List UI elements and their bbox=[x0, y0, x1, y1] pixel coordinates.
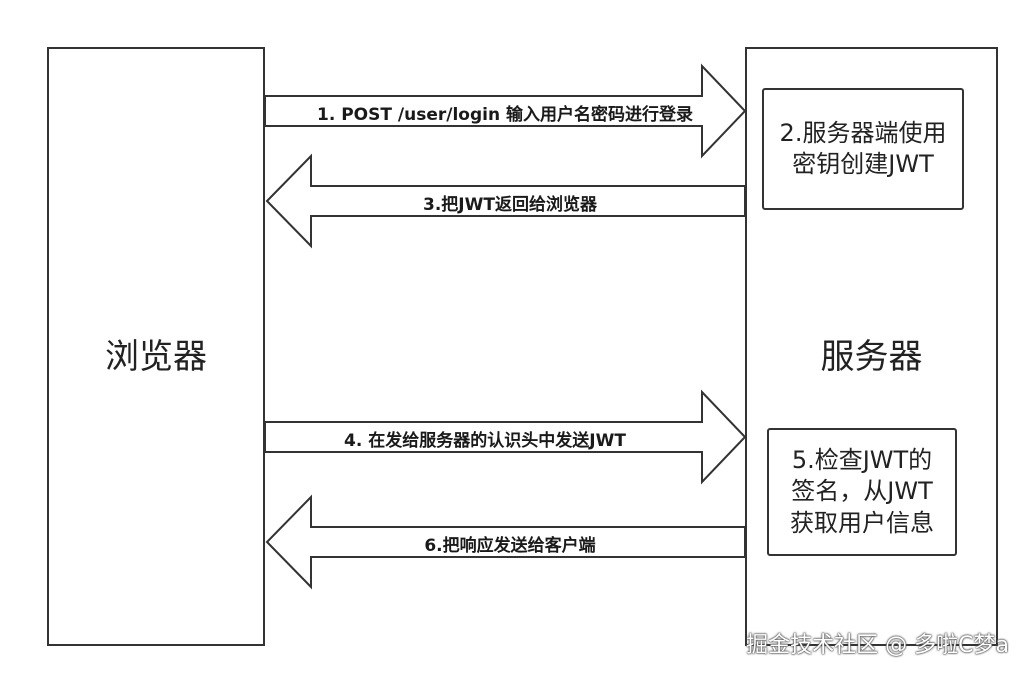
watermark: 掘金技术社区 @ 多啦C梦a bbox=[746, 633, 1009, 658]
note-verify-jwt-text: 5.检查JWT的 签名，从JWT 获取用户信息 bbox=[790, 446, 934, 537]
browser-lane: 浏览器 bbox=[47, 47, 265, 646]
note-create-jwt: 2.服务器端使用 密钥创建JWT bbox=[762, 88, 964, 210]
arrow-response bbox=[265, 494, 746, 590]
server-lane-title: 服务器 bbox=[820, 337, 923, 377]
arrow-label-3: 3.把JWT返回给浏览器 bbox=[423, 195, 597, 215]
arrow-label-6: 6.把响应发送给客户端 bbox=[424, 536, 596, 556]
browser-lane-title: 浏览器 bbox=[105, 337, 207, 377]
arrow-return-jwt bbox=[265, 153, 746, 249]
arrow-send-jwt-header bbox=[264, 389, 747, 485]
arrow-login-request bbox=[264, 63, 747, 159]
arrow-label-4: 4. 在发给服务器的认识头中发送JWT bbox=[344, 431, 626, 451]
arrow-label-1: 1. POST /user/login 输入用户名密码进行登录 bbox=[317, 105, 693, 125]
note-create-jwt-text: 2.服务器端使用 密钥创建JWT bbox=[779, 118, 947, 178]
note-verify-jwt: 5.检查JWT的 签名，从JWT 获取用户信息 bbox=[767, 428, 957, 556]
